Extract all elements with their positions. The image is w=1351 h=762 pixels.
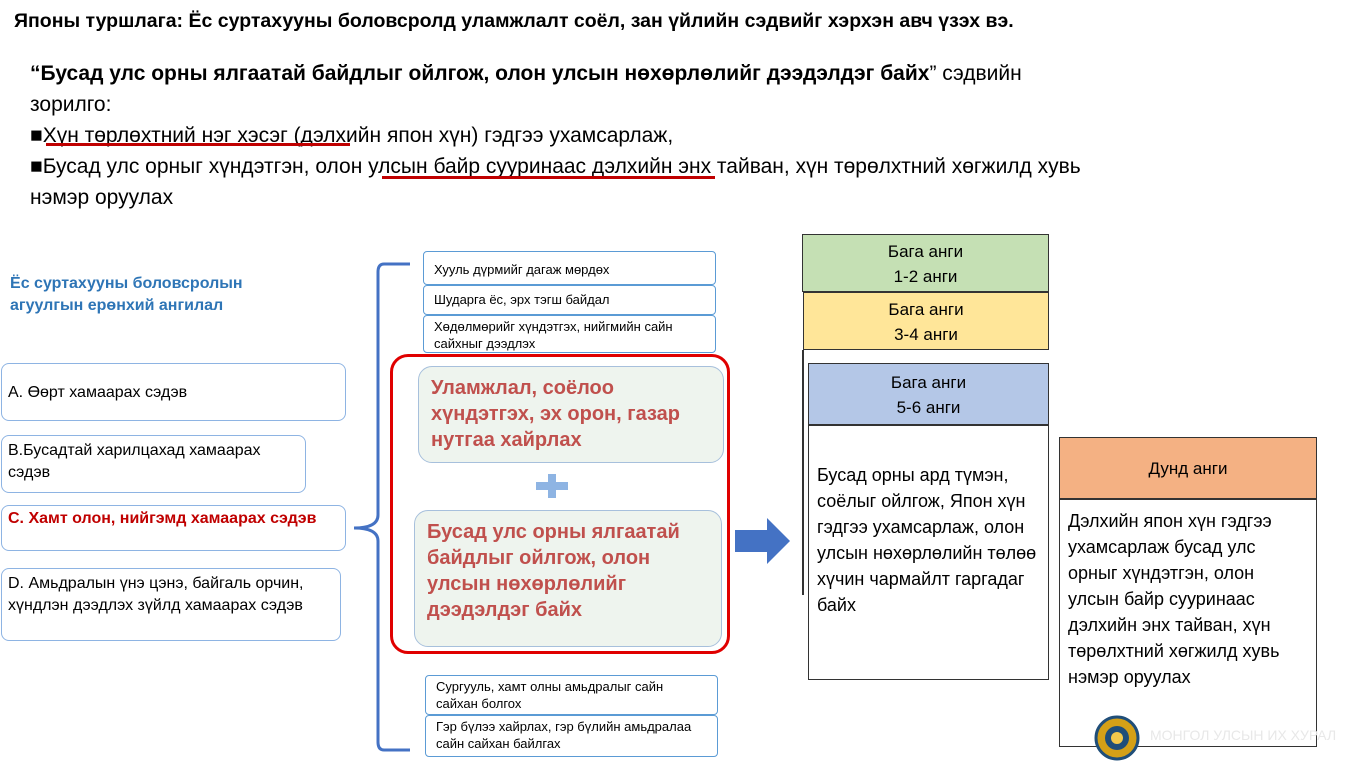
middle-goal-text: Дэлхийн япон хүн гэдгээ ухамсарлаж бусад…: [1059, 499, 1317, 747]
category-b: B.Бусадтай харилцахад хамаарах сэдэв: [1, 435, 306, 493]
primary-goal-text: Бусад орны ард түмэн, соёлыг ойлгож, Япо…: [808, 425, 1049, 680]
plus-icon: [536, 474, 568, 498]
goal-line-1: “Бусад улс орны ялгаатай байдлыг ойлгож,…: [30, 62, 1022, 85]
categories-heading: Ёс суртахууны боловсролын агуулгын ерөнх…: [10, 275, 243, 314]
category-d: D. Амьдралын үнэ цэнэ, байгаль орчин, хү…: [1, 568, 341, 641]
watermark: МОНГОЛ УЛСЫН ИХ ХУРАЛ: [1150, 727, 1337, 743]
focus-item-culture: Уламжлал, соёлоо хүндэтгэх, эх орон, газ…: [418, 366, 724, 463]
topic-family: Гэр бүлээ хайрлах, гэр бүлийн амьдралаа …: [425, 715, 718, 757]
goal-intro: “Бусад улс орны ялгаатай байдлыг ойлгож,…: [30, 58, 1330, 213]
topic-law: Хууль дүрмийг дагаж мөрдөх: [423, 251, 716, 285]
underline-international-position: [382, 176, 715, 179]
grade-middle: Дунд анги: [1059, 437, 1317, 499]
topic-school: Сургууль, хамт олны амьдралыг сайн сайха…: [425, 675, 718, 715]
grade-1-2: Бага анги 1-2 анги: [802, 234, 1049, 292]
topic-labor: Хөдөлмөрийг хүндэтгэх, нийгмийн сайн сай…: [423, 315, 716, 353]
right-arrow-icon: [735, 518, 790, 564]
category-c: C. Хамт олон, нийгэмд хамаарах сэдэв: [1, 505, 346, 551]
focus-item-international: Бусад улс орны ялгаатай байдлыг ойлгож, …: [414, 510, 722, 647]
goal-bullet-2: ■Бусад улс орныг хүндэтгэн, олон улсын б…: [30, 155, 1081, 178]
emblem-icon: [1094, 715, 1140, 761]
goal-bullet-2-cont: нэмэр оруулах: [30, 186, 174, 209]
goal-bullet-1: ■Хүн төрлөхтний нэг хэсэг (дэлхийн япон …: [30, 124, 674, 147]
underline-human-part: [46, 143, 350, 146]
page-title: Японы туршлага: Ёс суртахууны боловсролд…: [14, 10, 1014, 32]
brace-icon: [353, 262, 410, 752]
goal-line-2: зорилго:: [30, 93, 112, 116]
topic-justice: Шударга ёс, эрх тэгш байдал: [423, 285, 716, 315]
category-a: A. Өөрт хамаарах сэдэв: [1, 363, 346, 421]
stack-edge: [802, 350, 804, 595]
grade-5-6: Бага анги 5-6 анги: [808, 363, 1049, 425]
grade-3-4: Бага анги 3-4 анги: [803, 292, 1049, 350]
